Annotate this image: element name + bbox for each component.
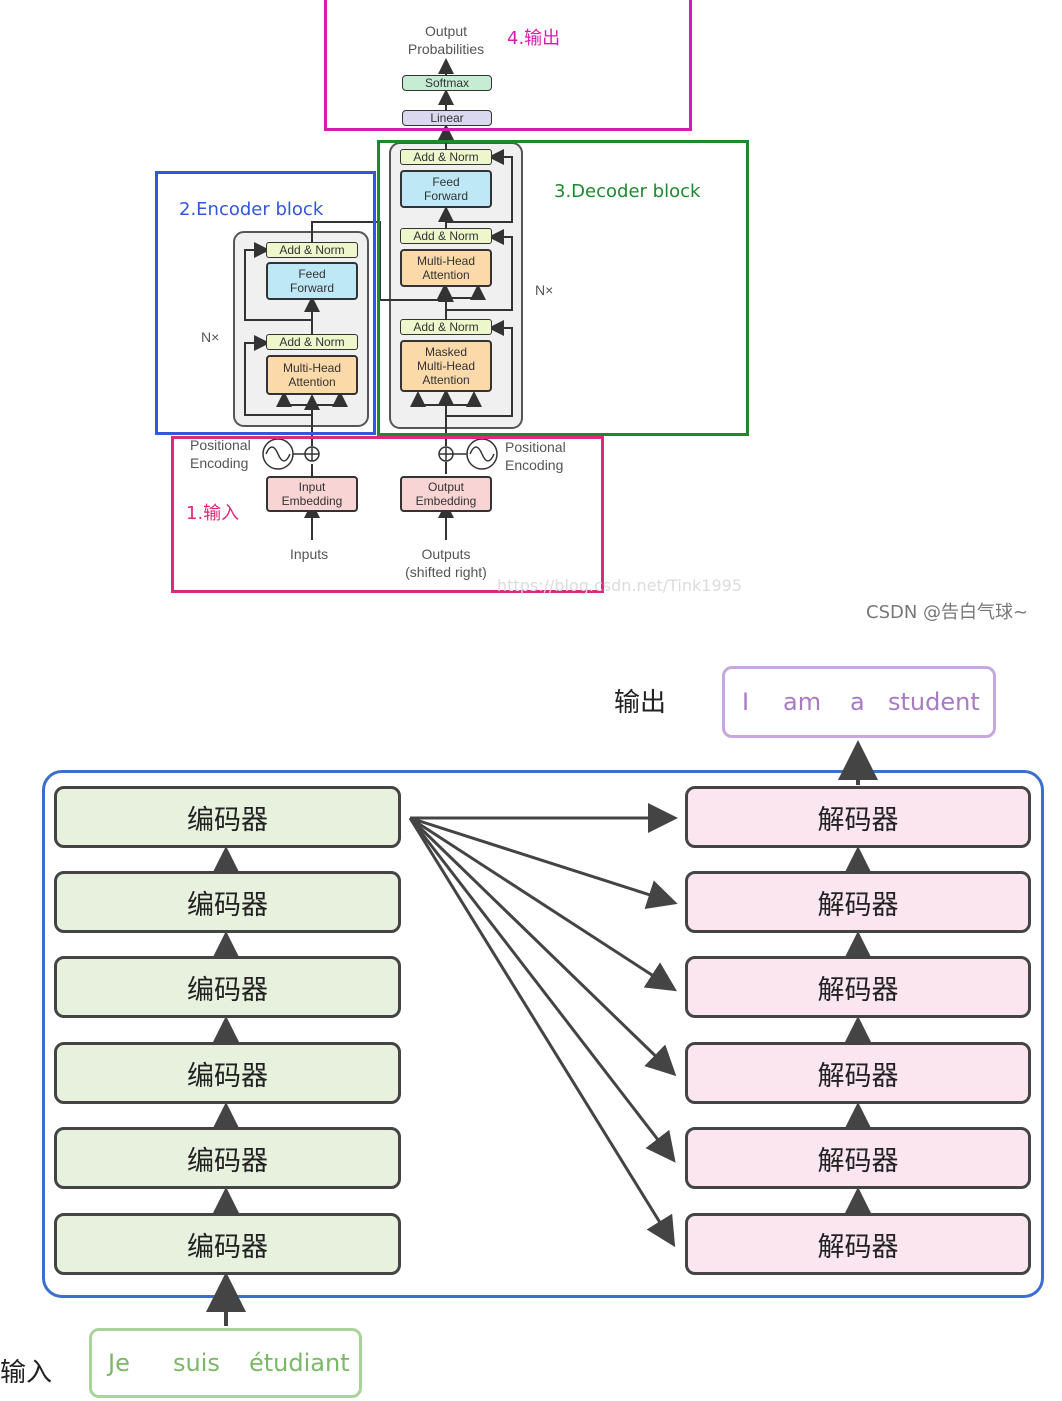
output-token: a — [850, 688, 865, 716]
encoder-positional-encoding-label: Positional Encoding — [190, 437, 251, 471]
decoder-frame — [377, 140, 749, 436]
output-sentence-box — [722, 666, 996, 738]
annotation-output: 4.输出 — [507, 28, 561, 49]
decoder-feed-forward: Feed Forward — [400, 170, 492, 208]
decoder-masked-attention: Masked Multi-Head Attention — [400, 340, 492, 392]
encoder-block: 编码器 — [54, 1127, 401, 1189]
encoder-frame — [155, 171, 376, 435]
decoder-block: 解码器 — [685, 1213, 1031, 1275]
annotation-input: 1.输入 — [186, 503, 240, 524]
encoder-block: 编码器 — [54, 871, 401, 933]
outputs-label: Outputs (shifted right) — [405, 546, 487, 580]
encoder-block: 编码器 — [54, 786, 401, 848]
decoder-block: 解码器 — [685, 1042, 1031, 1104]
encoder-nx-label: N× — [201, 329, 220, 345]
output-token: student — [888, 688, 980, 716]
input-token: étudiant — [249, 1349, 350, 1377]
encoder-block: 编码器 — [54, 956, 401, 1018]
output-frame — [324, 0, 692, 131]
decoder-positional-encoding-label: Positional Encoding — [505, 439, 566, 473]
encoder-block: 编码器 — [54, 1213, 401, 1275]
bottom-output-label: 输出 — [614, 688, 667, 718]
output-token: I — [742, 688, 750, 716]
encoder-block: 编码器 — [54, 1042, 401, 1104]
input-embedding-block: Input Embedding — [266, 476, 358, 512]
decoder-block: 解码器 — [685, 871, 1031, 933]
inputs-label: Inputs — [290, 546, 329, 562]
decoder-block: 解码器 — [685, 1127, 1031, 1189]
linear-block: Linear — [402, 110, 492, 126]
watermark-url: https://blog.csdn.net/Tink1995 — [497, 576, 742, 595]
decoder-multi-head-attention: Multi-Head Attention — [400, 249, 492, 287]
output-probabilities-label: Output Probabilities — [407, 23, 485, 57]
bottom-input-label: 输入 — [0, 1358, 53, 1388]
input-token: Je — [108, 1349, 130, 1377]
encoder-decoder-container — [42, 770, 1044, 1298]
input-token: suis — [173, 1349, 220, 1377]
softmax-block: Softmax — [402, 75, 492, 91]
watermark-csdn: CSDN @告白气球~ — [866, 602, 1029, 623]
decoder-block: 解码器 — [685, 956, 1031, 1018]
input-frame — [171, 436, 604, 593]
input-sentence-box — [89, 1328, 362, 1398]
annotation-decoder: 3.Decoder block — [554, 181, 701, 202]
output-token: am — [783, 688, 822, 716]
encoder-add-norm-2: Add & Norm — [266, 242, 358, 258]
encoder-multi-head-attention: Multi-Head Attention — [266, 355, 358, 395]
decoder-add-norm-1: Add & Norm — [400, 319, 492, 335]
decoder-add-norm-2: Add & Norm — [400, 228, 492, 244]
decoder-add-norm-3: Add & Norm — [400, 149, 492, 165]
output-embedding-block: Output Embedding — [400, 476, 492, 512]
annotation-encoder: 2.Encoder block — [179, 199, 324, 220]
decoder-block: 解码器 — [685, 786, 1031, 848]
decoder-nx-label: N× — [535, 282, 554, 298]
encoder-add-norm-1: Add & Norm — [266, 334, 358, 350]
encoder-feed-forward: Feed Forward — [266, 262, 358, 300]
